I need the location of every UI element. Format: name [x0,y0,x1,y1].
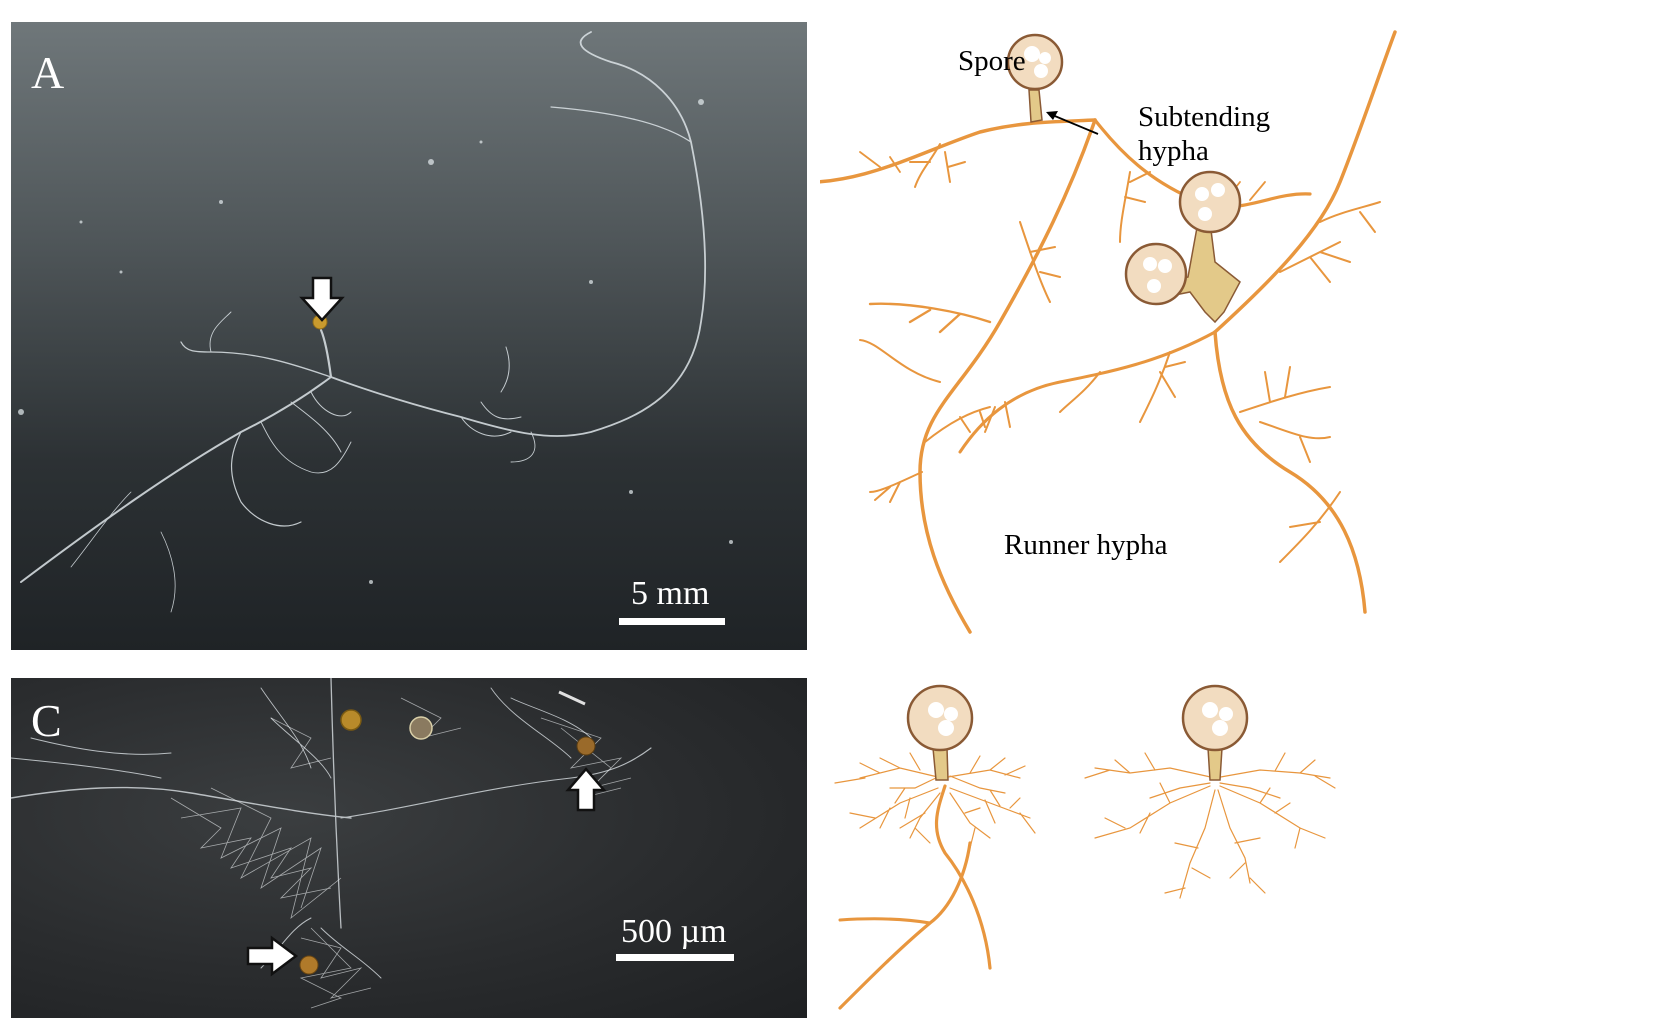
panel-b-diagram: B Spore Subtending hypha Runner hypha [820,22,1650,662]
panel-b-hyphae-drawing [820,30,1397,634]
panel-a-hyphae [18,31,733,613]
spore-label: Spore [958,45,1026,77]
hypha-label: hypha [1138,135,1209,167]
panel-c-letter: C [31,695,62,746]
arrow-down-icon [299,276,345,322]
panel-d-hyphae-drawing [834,684,1336,1010]
arrow-up-icon [565,767,607,812]
panel-d-diagram: D [820,678,1650,1023]
panel-c-hyphae [11,678,652,1009]
arrow-right-icon [246,935,299,977]
panel-a-photo: A 5 mm [11,22,807,650]
scale-bar [619,618,725,625]
panel-c-photo: C 500 µm [11,678,807,1018]
panel-a-letter: A [31,47,65,98]
runner-hypha-label: Runner hypha [1004,529,1168,561]
scale-bar [616,954,734,961]
scale-label: 5 mm [631,575,710,612]
subtending-label: Subtending [1138,101,1271,133]
scale-label: 500 µm [621,913,727,950]
